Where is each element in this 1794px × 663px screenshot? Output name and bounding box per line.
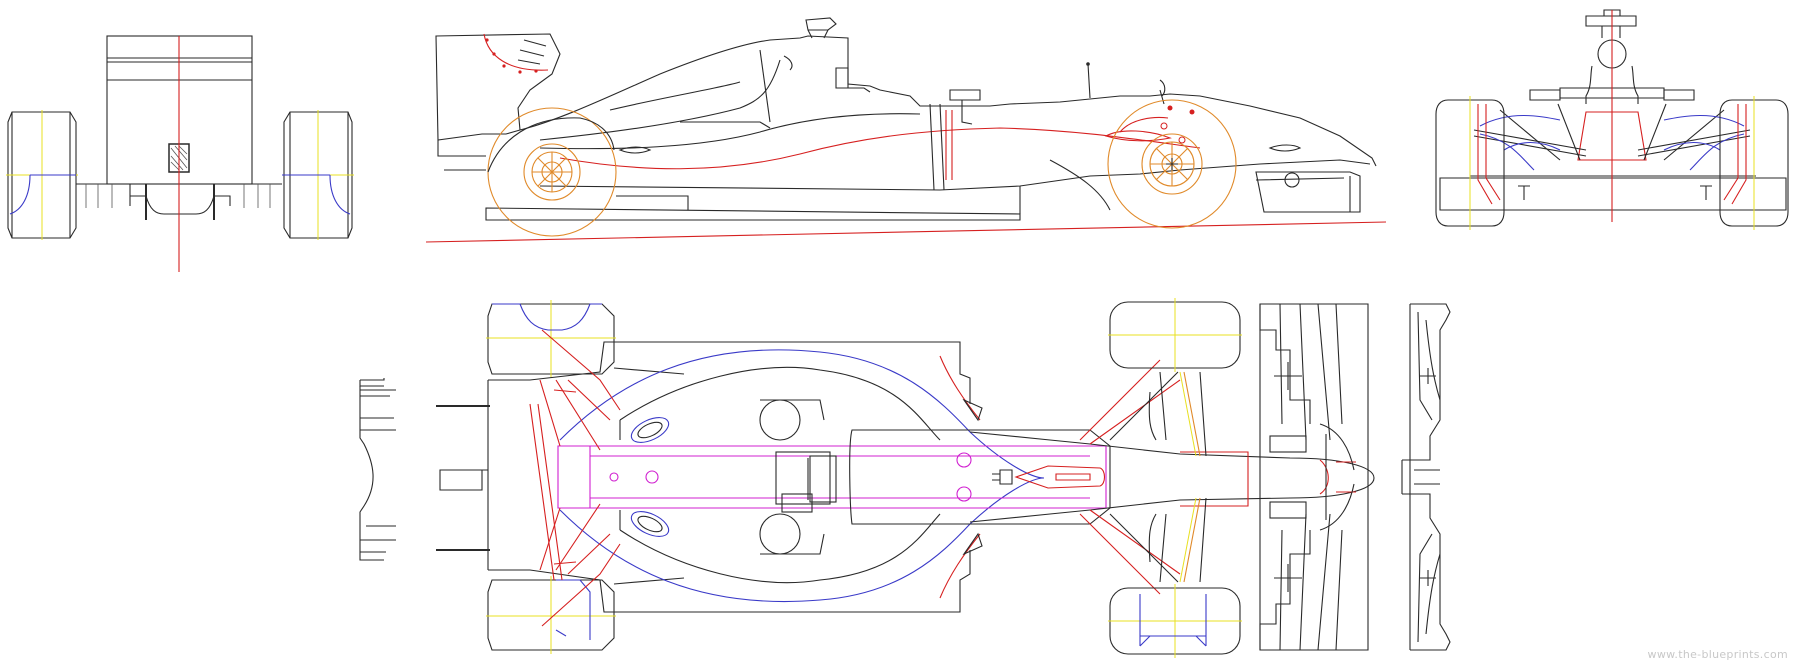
top-view — [359, 298, 1375, 658]
front-view-right-wheel — [1719, 96, 1789, 230]
side-rear-wheel — [487, 107, 617, 237]
top-front-right-wheel — [1108, 584, 1242, 658]
front-wing-side-view — [1401, 303, 1451, 651]
front-view-left-wheel — [1435, 96, 1505, 230]
rear-view — [6, 35, 354, 272]
side-view — [425, 17, 1387, 243]
front-view — [1435, 9, 1789, 230]
top-rear-right-wheel — [486, 576, 685, 654]
rear-right-wheel — [282, 110, 354, 240]
top-rear-left-wheel — [486, 300, 685, 378]
top-front-left-wheel — [1108, 298, 1242, 372]
front-wing-plan-view — [1259, 303, 1369, 651]
side-front-wheel — [1107, 99, 1237, 229]
rear-left-wheel — [6, 110, 78, 240]
watermark: www.the-blueprints.com — [1647, 648, 1788, 661]
